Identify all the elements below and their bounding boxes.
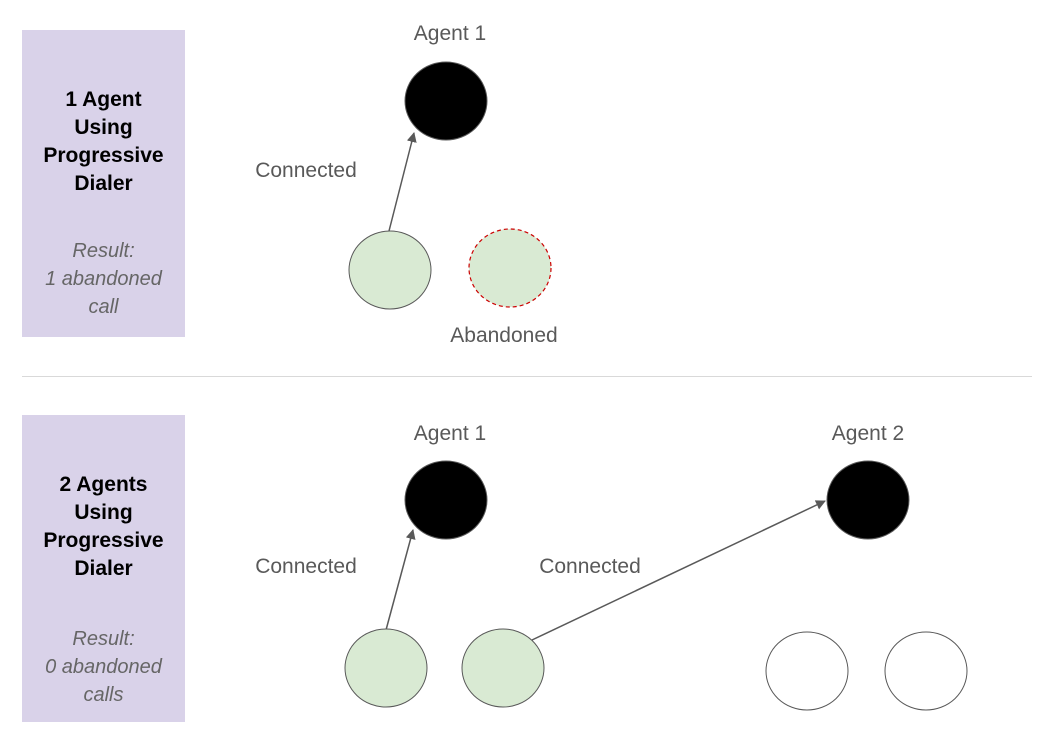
result-line: Result: bbox=[72, 628, 135, 650]
scenario-result: Result: 1 abandoned call bbox=[22, 237, 185, 321]
agent-2-label: Agent 2 bbox=[832, 422, 904, 445]
connected-label: Connected bbox=[255, 159, 357, 182]
connected-arrow-agent-1 bbox=[385, 529, 416, 631]
scenario-box-one-agent: 1 Agent Using Progressive Dialer Result:… bbox=[22, 30, 185, 337]
scenario-title-line: 2 Agents bbox=[59, 473, 148, 496]
abandoned-call-node bbox=[468, 228, 552, 308]
scenario-title-line: Progressive bbox=[43, 529, 164, 552]
scenario-title-line: Using bbox=[74, 501, 133, 524]
agent-1-node bbox=[404, 460, 488, 540]
scenario-title: 2 Agents Using Progressive Dialer bbox=[22, 471, 185, 583]
section-divider bbox=[22, 376, 1032, 377]
result-line: calls bbox=[83, 684, 124, 706]
empty-call-slot bbox=[884, 631, 968, 711]
connected-arrow bbox=[388, 132, 417, 232]
agent-2-node bbox=[826, 460, 910, 540]
connected-arrow-agent-2 bbox=[531, 500, 826, 641]
connected-label: Connected bbox=[255, 555, 357, 578]
result-line: 1 abandoned bbox=[45, 268, 162, 290]
connected-call-node bbox=[344, 628, 428, 708]
abandoned-label: Abandoned bbox=[450, 324, 557, 347]
agent-1-label: Agent 1 bbox=[414, 22, 486, 45]
scenario-title-line: Dialer bbox=[74, 557, 133, 580]
scenario-title: 1 Agent Using Progressive Dialer bbox=[22, 86, 185, 198]
connected-call-node bbox=[461, 628, 545, 708]
empty-call-slot bbox=[765, 631, 849, 711]
scenario-title-line: Using bbox=[74, 116, 133, 139]
scenario-result: Result: 0 abandoned calls bbox=[22, 625, 185, 709]
connected-call-node bbox=[348, 230, 432, 310]
connected-label: Connected bbox=[539, 555, 641, 578]
result-line: Result: bbox=[72, 240, 135, 262]
scenario-title-line: Dialer bbox=[74, 172, 133, 195]
scenario-title-line: Progressive bbox=[43, 144, 164, 167]
result-line: call bbox=[88, 296, 119, 318]
agent-1-label: Agent 1 bbox=[414, 422, 486, 445]
scenario-title-line: 1 Agent bbox=[65, 88, 142, 111]
agent-1-node bbox=[404, 61, 488, 141]
result-line: 0 abandoned bbox=[45, 656, 162, 678]
scenario-box-two-agents: 2 Agents Using Progressive Dialer Result… bbox=[22, 415, 185, 722]
